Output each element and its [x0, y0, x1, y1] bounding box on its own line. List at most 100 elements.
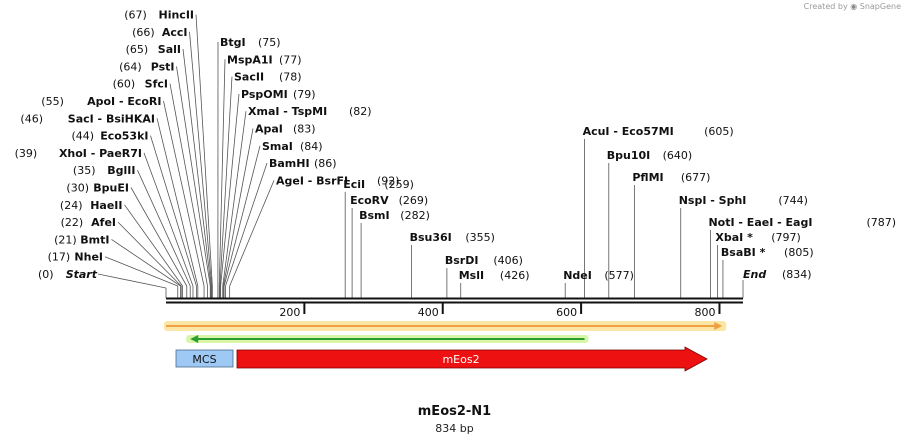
site-label-bmti: BmtI [80, 233, 109, 246]
site-position-nspi-sphi: (744) [778, 194, 808, 207]
site-label-xmai-tspmi: XmaI - TspMI [248, 105, 327, 118]
site-label-eco53ki: Eco53kI [100, 130, 148, 143]
map-title-block: mEos2-N1 834 bp [0, 404, 909, 435]
site-label-msli: MslI [459, 269, 484, 282]
site-position-bglii: (35) [73, 164, 96, 177]
map-title: mEos2-N1 [417, 404, 492, 419]
ruler-tick-label: 200 [279, 306, 300, 319]
site-position-hincii: (67) [124, 9, 147, 22]
site-line-acci [189, 31, 213, 287]
ruler-tick-label: 600 [556, 306, 577, 319]
site-line-bmti [111, 239, 181, 287]
site-position-mspa1i: (77) [279, 53, 302, 66]
site-label-psti: PstI [151, 60, 175, 73]
snapgene-logo-icon: ◉ [850, 2, 858, 11]
site-line-xmai-tspmi [222, 111, 247, 287]
site-position-msli: (426) [500, 269, 530, 282]
site-line-hincii [195, 14, 213, 287]
snapgene-credit: Created by ◉ SnapGene [804, 2, 901, 11]
site-position-bsu36i: (355) [465, 231, 495, 244]
site-line-haeii [124, 204, 183, 287]
site-line-start [97, 273, 167, 289]
orange-arrow-head [714, 322, 723, 330]
site-position-xhoi-paer7i: (39) [15, 147, 38, 160]
site-position-noti-eaei-eagi: (787) [866, 216, 896, 229]
site-position-haeii: (24) [60, 199, 83, 212]
site-label-haeii: HaeII [90, 199, 122, 212]
site-position-sfci: (60) [113, 78, 136, 91]
start-label: Start [66, 268, 98, 281]
site-line-apai [223, 128, 254, 287]
site-line-mspa1i [218, 59, 226, 287]
site-position-bamhi: (86) [314, 157, 337, 170]
site-label-pspomi: PspOMI [241, 88, 288, 101]
site-line-smai [223, 145, 261, 287]
site-label-sali: SalI [158, 43, 181, 56]
site-label-xhoi-paer7i: XhoI - PaeR7I [59, 147, 142, 160]
green-arrow-head [190, 335, 199, 343]
site-label-ecii: EciI [343, 178, 365, 191]
site-label-apoi-ecori: ApoI - EcoRI [87, 95, 161, 108]
meos2-label: mEos2 [442, 353, 479, 366]
site-position-xmai-tspmi: (82) [349, 105, 372, 118]
site-position-sacii: (78) [279, 71, 302, 84]
site-position-bmti: (21) [54, 233, 77, 246]
site-position-bpuei: (30) [66, 182, 89, 195]
site-position-smai: (84) [300, 140, 323, 153]
site-line-saci-bsihkai [156, 118, 199, 287]
site-label-ndei: NdeI [563, 269, 592, 282]
site-label-acui-eco57mi: AcuI - Eco57MI [583, 125, 674, 138]
ruler-tick-label: 400 [418, 306, 439, 319]
site-label-bsabi: BsaBI * [721, 246, 766, 259]
site-position-acci: (66) [132, 26, 155, 39]
site-position-ecorv: (269) [399, 194, 429, 207]
credit-text: Created by [803, 2, 848, 11]
site-position-pflmi: (677) [681, 171, 711, 184]
site-label-agei-bsrfi: AgeI - BsrFI [276, 174, 348, 187]
restriction-site-labels: Start(0)End(834)NheI(17)BmtI(21)AfeI(22)… [15, 9, 896, 283]
site-position-bsabi: (805) [784, 246, 814, 259]
site-position-ecii: (259) [384, 178, 414, 191]
site-position-bsrdi: (406) [493, 254, 523, 267]
site-position-xbai: (797) [771, 231, 801, 244]
site-label-bpu10i: Bpu10I [607, 149, 651, 162]
site-label-bsrdi: BsrDI [445, 254, 479, 267]
site-position-bpu10i: (640) [663, 149, 693, 162]
site-line-psti [176, 66, 211, 287]
site-label-smai: SmaI [262, 140, 293, 153]
site-line-pspomi [220, 93, 240, 287]
site-label-bsmi: BsmI [359, 209, 390, 222]
site-line-sacii [219, 76, 233, 287]
site-label-bamhi: BamHI [269, 157, 310, 170]
feature-track: MCS mEos2 [164, 321, 727, 372]
site-line-bpuei [130, 187, 188, 287]
site-label-acci: AccI [162, 26, 188, 39]
site-label-pflmi: PflMI [632, 171, 663, 184]
site-label-sacii: SacII [234, 71, 264, 84]
site-position-btgi: (75) [258, 36, 281, 49]
site-line-sfci [169, 83, 208, 287]
site-position-eco53ki: (44) [72, 130, 95, 143]
start-position: (0) [38, 268, 54, 281]
site-position-ndei: (577) [604, 269, 634, 282]
mcs-label: MCS [192, 353, 216, 366]
site-line-apoi-ecori [163, 100, 205, 287]
mcs-feature [175, 349, 234, 368]
site-label-bglii: BglII [107, 164, 135, 177]
site-label-xbai: XbaI * [715, 231, 753, 244]
site-label-sfci: SfcI [145, 78, 168, 91]
restriction-site-lines [97, 14, 744, 298]
end-position: (834) [782, 268, 812, 281]
site-position-saci-bsihkai: (46) [20, 112, 43, 125]
site-label-saci-bsihkai: SacI - BsiHKAI [68, 112, 155, 125]
dna-backbone [166, 297, 743, 304]
site-position-acui-eco57mi: (605) [704, 125, 734, 138]
site-label-bsu36i: Bsu36I [410, 231, 452, 244]
site-label-mspa1i: MspA1I [227, 53, 273, 66]
site-line-sali [182, 49, 212, 287]
site-line-nhei [104, 256, 178, 287]
site-label-hincii: HincII [158, 9, 194, 22]
site-label-nspi-sphi: NspI - SphI [679, 194, 747, 207]
site-line-afei [117, 221, 182, 287]
